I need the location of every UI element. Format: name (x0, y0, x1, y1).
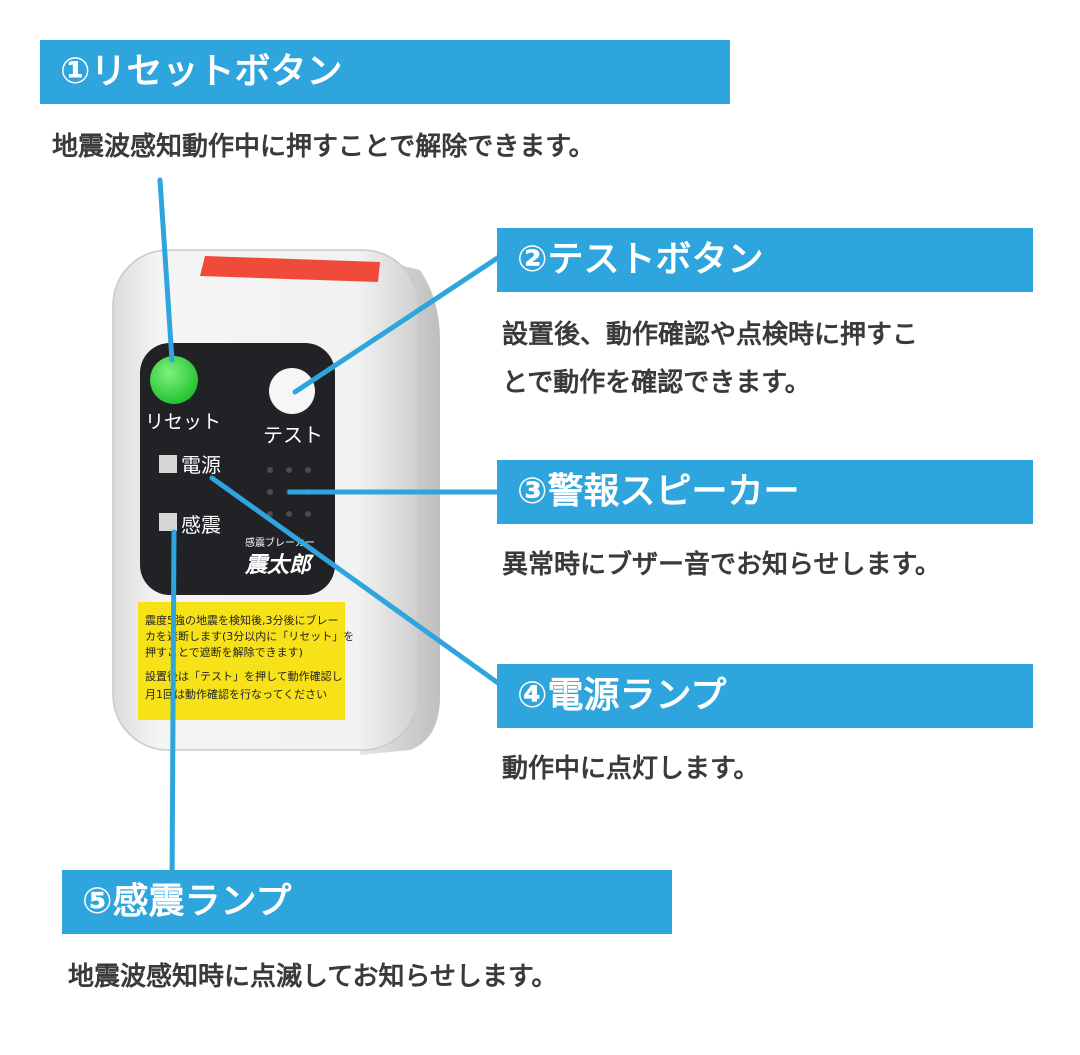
warning-line: カを遮断します(3分以内に「リセット」を (145, 629, 354, 643)
callout-seismic-lamp-description: 地震波感知時に点滅してお知らせします。 (68, 962, 558, 992)
seismic-text: 感震 (181, 513, 221, 537)
warning-line: 月1回は動作確認を行なってください (145, 687, 327, 701)
callout-speaker-title: ③警報スピーカー (497, 460, 1033, 524)
warning-line: 設置後は「テスト」を押して動作確認し (145, 669, 343, 683)
warning-text: 震度5強の地震を検知後,3分後にブレー カを遮断します(3分以内に「リセット」を… (145, 613, 354, 701)
warning-line: 震度5強の地震を検知後,3分後にブレー (145, 613, 339, 627)
reset-connector (157, 177, 175, 363)
power-lamp (159, 455, 177, 473)
callout-power-lamp-description: 動作中に点灯します。 (502, 754, 760, 784)
callout-test-description-line2: とで動作を確認できます。 (502, 368, 811, 398)
test-button[interactable] (269, 368, 315, 414)
top-sticker (200, 256, 380, 282)
callout-reset-title: ①リセットボタン (40, 40, 730, 104)
reset-button[interactable] (150, 356, 198, 404)
seismic-lamp (159, 513, 177, 531)
warning-line: 押すことで遮断を解除できます) (145, 645, 303, 659)
test-connector (292, 250, 508, 395)
callout-seismic-lamp-title: ⑤感震ランプ (62, 870, 672, 934)
reset-text: リセット (145, 411, 221, 433)
callout-reset-description: 地震波感知動作中に押すことで解除できます。 (52, 132, 595, 162)
callout-test-description-line1: 設置後、動作確認や点検時に押すこ (502, 320, 919, 350)
power-connector (209, 475, 508, 691)
callout-test-title: ②テストボタン (497, 228, 1033, 292)
test-text: テスト (263, 423, 323, 447)
callout-power-lamp-title: ④電源ランプ (497, 664, 1033, 728)
callout-speaker-description: 異常時にブザー音でお知らせします。 (502, 550, 941, 580)
power-text: 電源 (181, 453, 221, 477)
brand-name: 震太郎 (244, 552, 314, 578)
seismic-connector (169, 529, 177, 893)
